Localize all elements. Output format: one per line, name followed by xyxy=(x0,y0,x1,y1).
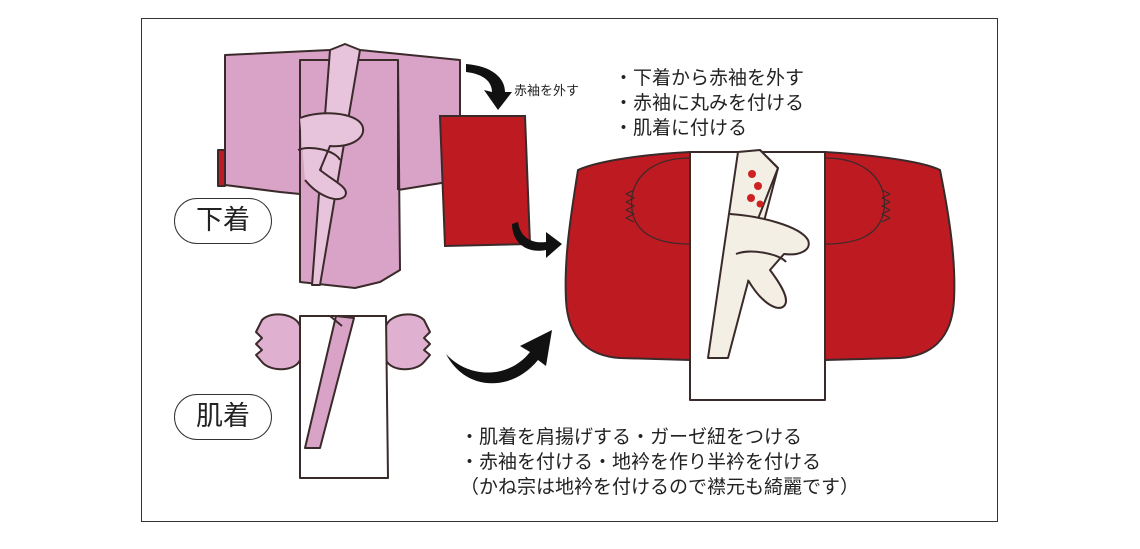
shitagi-label: 下着 xyxy=(174,198,272,244)
shitagi-kimono xyxy=(217,43,461,289)
remove-sleeve-label: 赤袖を外す xyxy=(514,84,580,99)
steps-bottom: ・肌着を肩揚げする・ガーゼ紐をつける ・赤袖を付ける・地衿を作り半衿を付ける （… xyxy=(460,425,859,500)
hadagi-undershirt xyxy=(255,313,431,479)
steps-top: ・下着から赤袖を外す ・赤袖に丸みを付ける ・肌着に付ける xyxy=(614,66,804,141)
step-item: ・赤袖に丸みを付ける xyxy=(614,92,805,114)
step-item: ・肌着に付ける xyxy=(614,117,748,139)
step-item: ・下着から赤袖を外す xyxy=(614,67,805,89)
arrow-icon-remove xyxy=(466,64,512,110)
step-item: ・肌着を肩揚げする・ガーゼ紐をつける xyxy=(460,426,803,448)
step-item: ・赤袖を付ける・地衿を作り半衿を付ける xyxy=(460,451,822,473)
arrow-icon-attach-bottom xyxy=(446,330,552,384)
arrow-icon-attach-top xyxy=(512,222,562,258)
hadagi-label: 肌着 xyxy=(174,394,272,440)
step-item: （かね宗は地衿を付けるので襟元も綺麗です） xyxy=(460,476,860,498)
finished-kimono xyxy=(564,149,956,401)
